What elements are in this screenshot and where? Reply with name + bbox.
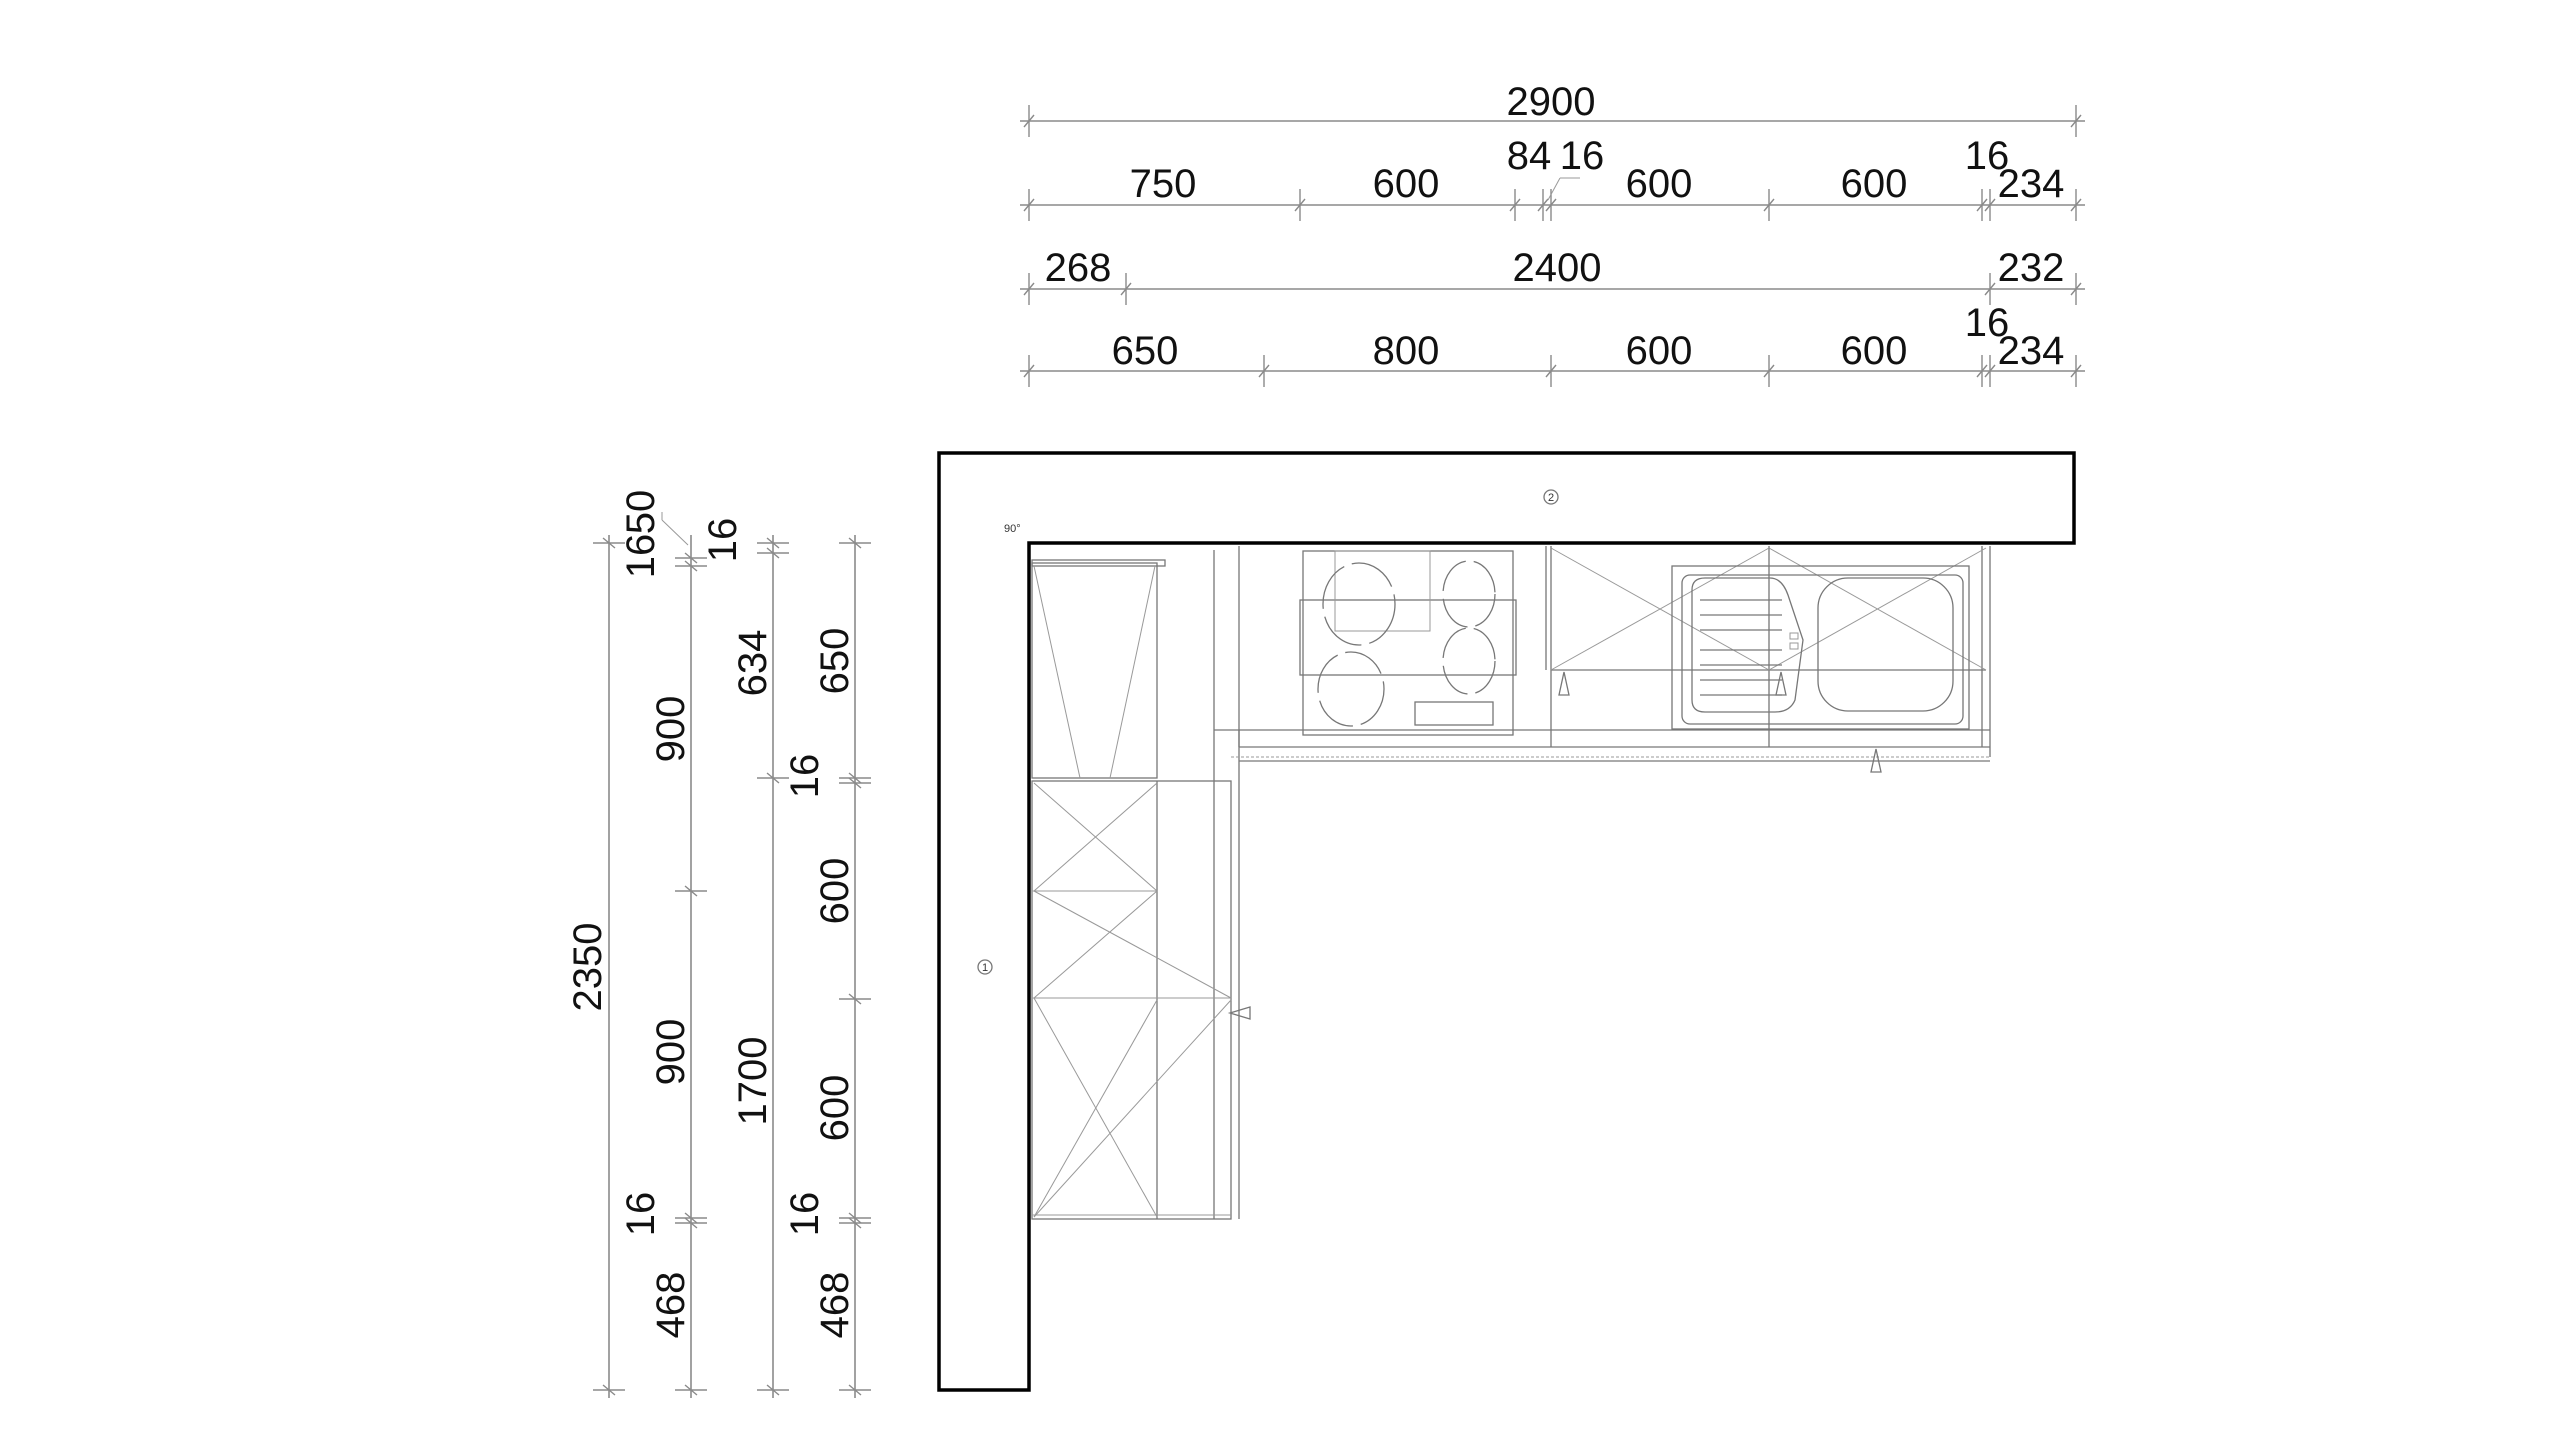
dim-overall-2350: 2350 [566, 923, 610, 1012]
dimension-tick [1984, 198, 1996, 212]
dimension-tick [684, 885, 698, 897]
dim-col4: 600 [813, 1075, 857, 1142]
dim-row2: 600 [1841, 162, 1908, 206]
dimension-tick [766, 1384, 780, 1396]
dim-col4: 16 [783, 754, 827, 799]
dim-row4: 650 [1112, 329, 1179, 373]
dim-col3: 1700 [731, 1037, 775, 1126]
dimension-tick [766, 547, 780, 559]
dimension-tick [2070, 282, 2082, 296]
dimension-tick [1976, 364, 1988, 378]
dim-row4: 600 [1841, 329, 1908, 373]
dimension-tick [1537, 198, 1549, 212]
dimension-tick [1984, 364, 1996, 378]
dimension-tick [848, 1217, 862, 1229]
dim-col2: 900 [649, 1019, 693, 1086]
dimension-tick [602, 1384, 616, 1396]
dim-row2: 234 [1998, 162, 2065, 206]
vertical-dimensions: 2350 50 16 900 900 16 468 16 634 1700 65… [566, 490, 871, 1398]
dim-row2: 750 [1130, 162, 1197, 206]
dimension-tick [602, 537, 616, 549]
svg-text:2: 2 [1548, 492, 1554, 504]
dim-col4: 650 [813, 628, 857, 695]
dimension-tick [1023, 114, 1035, 128]
dimension-tick [1763, 198, 1775, 212]
dimension-tick [684, 1384, 698, 1396]
dimension-tick [684, 1212, 698, 1224]
dimension-tick [2070, 198, 2082, 212]
dimension-tick [1294, 198, 1306, 212]
dim-col4: 468 [813, 1272, 857, 1339]
dim-row3: 2400 [1513, 246, 1602, 290]
burner [1322, 562, 1396, 646]
corner-angle-label: 90° [1004, 523, 1021, 535]
svg-text:1: 1 [982, 962, 988, 974]
dimension-tick [684, 552, 698, 564]
dimension-tick [848, 772, 862, 784]
dim-col2: 468 [649, 1272, 693, 1339]
horizontal-dimensions: 2900 750 600 84 16 600 600 16 234 268 24… [1020, 80, 2085, 387]
dim-row2: 16 [1965, 134, 2010, 178]
dimension-tick [1120, 282, 1132, 296]
dim-row2: 84 [1507, 134, 1552, 178]
dimension-tick [1023, 198, 1035, 212]
dim-row3: 268 [1045, 246, 1112, 290]
dim-col2: 16 [619, 1192, 663, 1237]
countertop-marker-2: 2 [1543, 489, 1559, 505]
dimension-tick [848, 1212, 862, 1224]
dim-col2: 50 [619, 490, 663, 535]
dimension-tick [2070, 114, 2082, 128]
dimension-tick [1976, 198, 1988, 212]
tall-cabinet [1031, 559, 1166, 779]
dimension-tick [1023, 364, 1035, 378]
dim-row4: 16 [1965, 301, 2010, 345]
dim-row4: 800 [1373, 329, 1440, 373]
dimension-tick [848, 993, 862, 1005]
dimension-tick [848, 537, 862, 549]
dim-row4: 600 [1626, 329, 1693, 373]
dim-row3: 232 [1998, 246, 2065, 290]
burner [1442, 560, 1496, 628]
dim-col3: 16 [701, 518, 745, 563]
dimension-tick [848, 777, 862, 789]
dimension-tick [1984, 282, 1996, 296]
dimension-tick [1023, 282, 1035, 296]
hob [1299, 550, 1517, 736]
dim-col3: 634 [731, 630, 775, 697]
dimension-tick [1763, 364, 1775, 378]
left-base-cabinets [1031, 550, 1251, 1220]
dimension-tick [1509, 198, 1521, 212]
countertop-marker-1: 1 [977, 959, 993, 975]
dim-row2: 600 [1626, 162, 1693, 206]
dim-row2: 600 [1373, 162, 1440, 206]
dimension-tick [2070, 364, 2082, 378]
dimension-tick [1545, 198, 1557, 212]
dimension-tick [684, 560, 698, 572]
burner [1317, 651, 1385, 727]
dimension-tick [766, 537, 780, 549]
dim-overall-2900: 2900 [1507, 80, 1596, 124]
dim-col2: 900 [649, 696, 693, 763]
burner [1442, 627, 1496, 695]
dimension-tick [684, 1217, 698, 1229]
sink [1671, 565, 1970, 730]
dim-col2: 16 [619, 534, 663, 579]
dim-row2: 16 [1560, 134, 1605, 178]
dim-col4: 600 [813, 858, 857, 925]
dim-col4: 16 [783, 1192, 827, 1237]
dim-row4: 234 [1998, 329, 2065, 373]
countertop-outline [937, 451, 2076, 1392]
dimension-tick [766, 772, 780, 784]
dimension-tick [1545, 364, 1557, 378]
dimension-tick [848, 1384, 862, 1396]
dimension-tick [1258, 364, 1270, 378]
